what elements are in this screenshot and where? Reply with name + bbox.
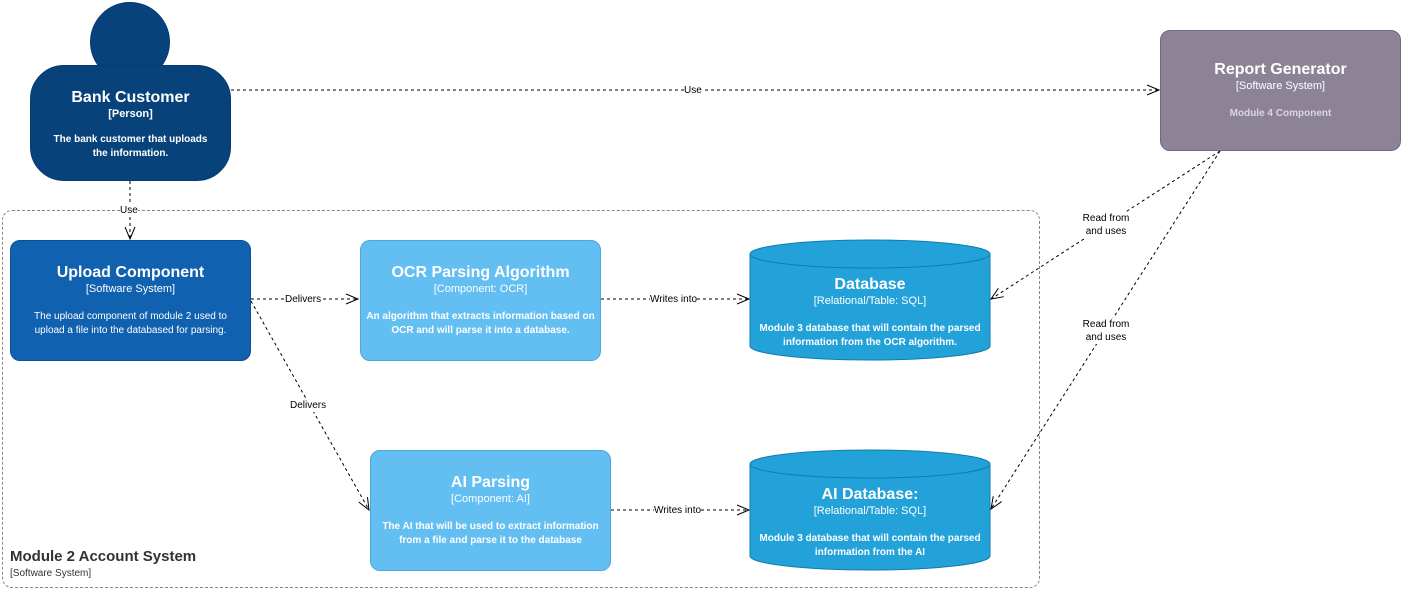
database-description: Module 3 database that will contain the …: [759, 323, 981, 348]
edge-label-upload-to-ocr: Delivers: [285, 293, 322, 306]
boundary-type: [Software System]: [10, 568, 92, 579]
upload-component-description: The upload component of module 2 used to…: [34, 311, 227, 336]
upload-component[interactable]: Upload Component [Software System] The u…: [10, 240, 251, 361]
ai-component-type: [Component: AI]: [451, 493, 530, 505]
database[interactable]: Database [Relational/Table: SQL] Module …: [750, 275, 990, 350]
ai-database-name: AI Database:: [821, 486, 919, 503]
edge-label-ai-to-aidb: Writes into: [654, 504, 702, 517]
ai-parsing-component[interactable]: AI Parsing [Component: AI] The AI that w…: [370, 450, 611, 571]
database-cylinder: [749, 239, 991, 361]
edge-label-ocr-to-db: Writes into: [650, 293, 698, 306]
bank-customer-person[interactable]: Bank Customer [Person] The bank customer…: [30, 65, 231, 181]
report-generator-description: Module 4 Component: [1229, 108, 1332, 119]
upload-component-name: Upload Component: [56, 264, 205, 281]
ai-database-cylinder: [749, 449, 991, 571]
ai-database[interactable]: AI Database: [Relational/Table: SQL] Mod…: [750, 485, 990, 560]
edge-label-customer-to-upload: Use: [120, 204, 138, 217]
report-generator-type: [Software System]: [1235, 80, 1326, 92]
ocr-component-type: [Component: OCR]: [433, 283, 528, 295]
edge-label-report-to-db: Read from and uses: [1078, 212, 1134, 238]
ai-component-description: The AI that will be used to extract info…: [382, 521, 599, 546]
ocr-parsing-component[interactable]: OCR Parsing Algorithm [Component: OCR] A…: [360, 240, 601, 361]
bank-customer-name: Bank Customer: [71, 89, 190, 106]
database-type: [Relational/Table: SQL]: [813, 295, 927, 307]
report-generator-name: Report Generator: [1214, 61, 1347, 78]
report-generator-system[interactable]: Report Generator [Software System] Modul…: [1160, 30, 1401, 151]
module-2-boundary: [2, 210, 1040, 588]
ocr-component-description: An algorithm that extracts information b…: [366, 311, 595, 336]
ai-database-type: [Relational/Table: SQL]: [813, 505, 927, 517]
bank-customer-type: [Person]: [108, 108, 153, 120]
ocr-component-name: OCR Parsing Algorithm: [391, 264, 570, 281]
edge-label-customer-to-report: Use: [684, 84, 702, 97]
database-name: Database: [834, 276, 906, 293]
edge-label-upload-to-ai: Delivers: [290, 399, 327, 412]
boundary-title: Module 2 Account System: [10, 548, 197, 565]
ai-database-description: Module 3 database that will contain the …: [759, 533, 981, 558]
edge-label-report-to-aidb: Read from and uses: [1078, 318, 1134, 344]
upload-component-type: [Software System]: [85, 283, 176, 295]
ai-component-name: AI Parsing: [450, 474, 531, 491]
bank-customer-description: The bank customer that uploads the infor…: [53, 134, 208, 159]
